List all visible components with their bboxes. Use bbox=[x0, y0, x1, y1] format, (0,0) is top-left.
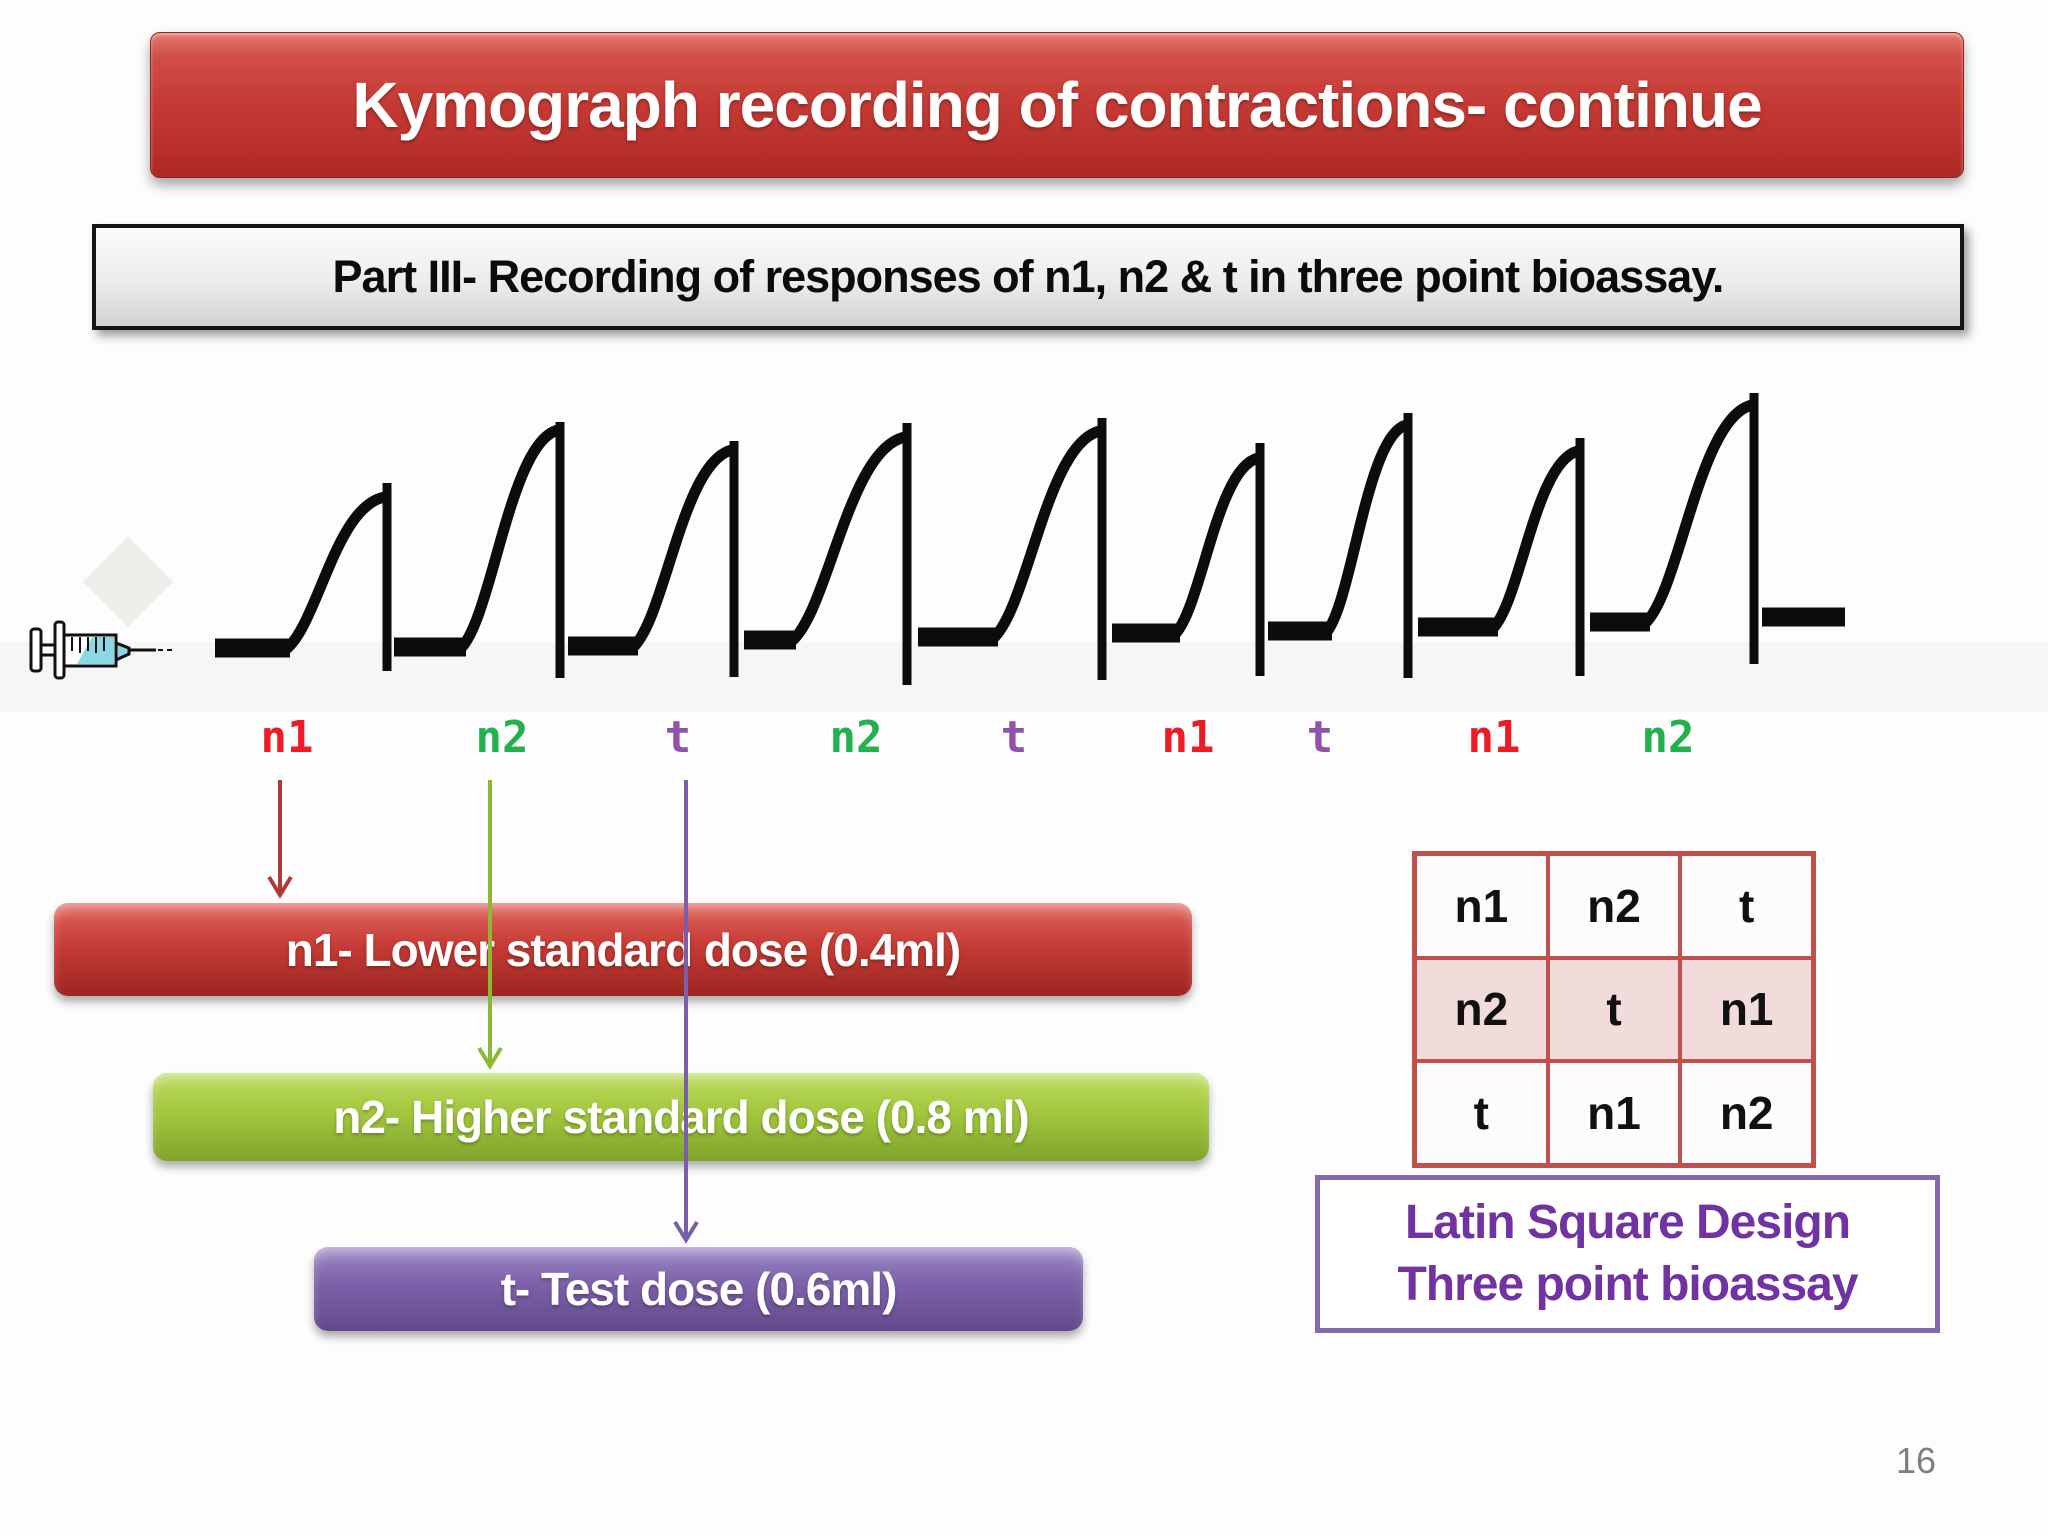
latin-cell-r0c0: n1 bbox=[1415, 854, 1548, 958]
trace-drug-label-5: n1 bbox=[1161, 712, 1215, 763]
watermark-diamond bbox=[82, 536, 174, 628]
latin-cell-r1c2: n1 bbox=[1680, 957, 1813, 1062]
trace-contraction-4 bbox=[986, 425, 1102, 646]
trace-drug-label-4: t bbox=[1000, 712, 1028, 763]
latin-cell-r0c1: n2 bbox=[1547, 854, 1681, 958]
arrow-head-n1 bbox=[267, 875, 293, 899]
trace-drug-label-6: t bbox=[1306, 712, 1334, 763]
slide-title: Kymograph recording of contractions- con… bbox=[352, 69, 1762, 141]
trace-contraction-5 bbox=[1168, 452, 1261, 642]
baseline-shading-band bbox=[0, 642, 2048, 712]
design-caption-box: Latin Square Design Three point bioassay bbox=[1315, 1175, 1940, 1333]
trace-drug-label-2: t bbox=[664, 712, 692, 763]
latin-cell-r1c0: n2 bbox=[1415, 957, 1548, 1062]
latin-cell-r2c0: t bbox=[1415, 1061, 1548, 1165]
dose-box-t-label: t- Test dose (0.6ml) bbox=[500, 1263, 898, 1315]
trace-contraction-3 bbox=[784, 431, 907, 649]
trace-contraction-7 bbox=[1486, 445, 1581, 636]
latin-cell-r2c1: n1 bbox=[1547, 1061, 1681, 1165]
trace-contraction-0 bbox=[278, 491, 387, 657]
trace-contraction-6 bbox=[1319, 419, 1409, 640]
design-caption-line2: Three point bioassay bbox=[1397, 1258, 1858, 1311]
subtitle-box: Part III- Recording of responses of n1, … bbox=[92, 224, 1964, 330]
page-number: 16 bbox=[1896, 1440, 1937, 1481]
trace-contraction-2 bbox=[626, 444, 734, 655]
arrow-head-t bbox=[673, 1220, 699, 1244]
latin-cell-r0c2: t bbox=[1680, 854, 1813, 958]
latin-cell-r1c1: t bbox=[1547, 957, 1681, 1062]
title-banner: Kymograph recording of contractions- con… bbox=[150, 32, 1964, 178]
trace-drug-label-0: n1 bbox=[260, 712, 314, 763]
dose-box-n2: n2- Higher standard dose (0.8 ml) bbox=[153, 1073, 1209, 1161]
trace-drug-label-8: n2 bbox=[1641, 712, 1695, 763]
arrow-head-n2 bbox=[477, 1046, 503, 1070]
dose-box-n1-label: n1- Lower standard dose (0.4ml) bbox=[285, 923, 961, 976]
trace-contraction-8 bbox=[1638, 399, 1755, 631]
trace-contraction-1 bbox=[454, 424, 561, 656]
trace-drug-label-7: n1 bbox=[1467, 712, 1521, 763]
trace-drug-label-3: n2 bbox=[829, 712, 883, 763]
design-caption-line1: Latin Square Design bbox=[1404, 1195, 1851, 1249]
dose-arrows bbox=[267, 780, 699, 1244]
dose-box-n2-label: n2- Higher standard dose (0.8 ml) bbox=[333, 1091, 1029, 1143]
dose-box-n1: n1- Lower standard dose (0.4ml) bbox=[54, 903, 1192, 996]
slide-subtitle: Part III- Recording of responses of n1, … bbox=[332, 251, 1725, 302]
latin-cell-r2c2: n2 bbox=[1680, 1061, 1813, 1165]
dose-box-t: t- Test dose (0.6ml) bbox=[314, 1247, 1083, 1331]
trace-drug-label-1: n2 bbox=[475, 712, 529, 763]
